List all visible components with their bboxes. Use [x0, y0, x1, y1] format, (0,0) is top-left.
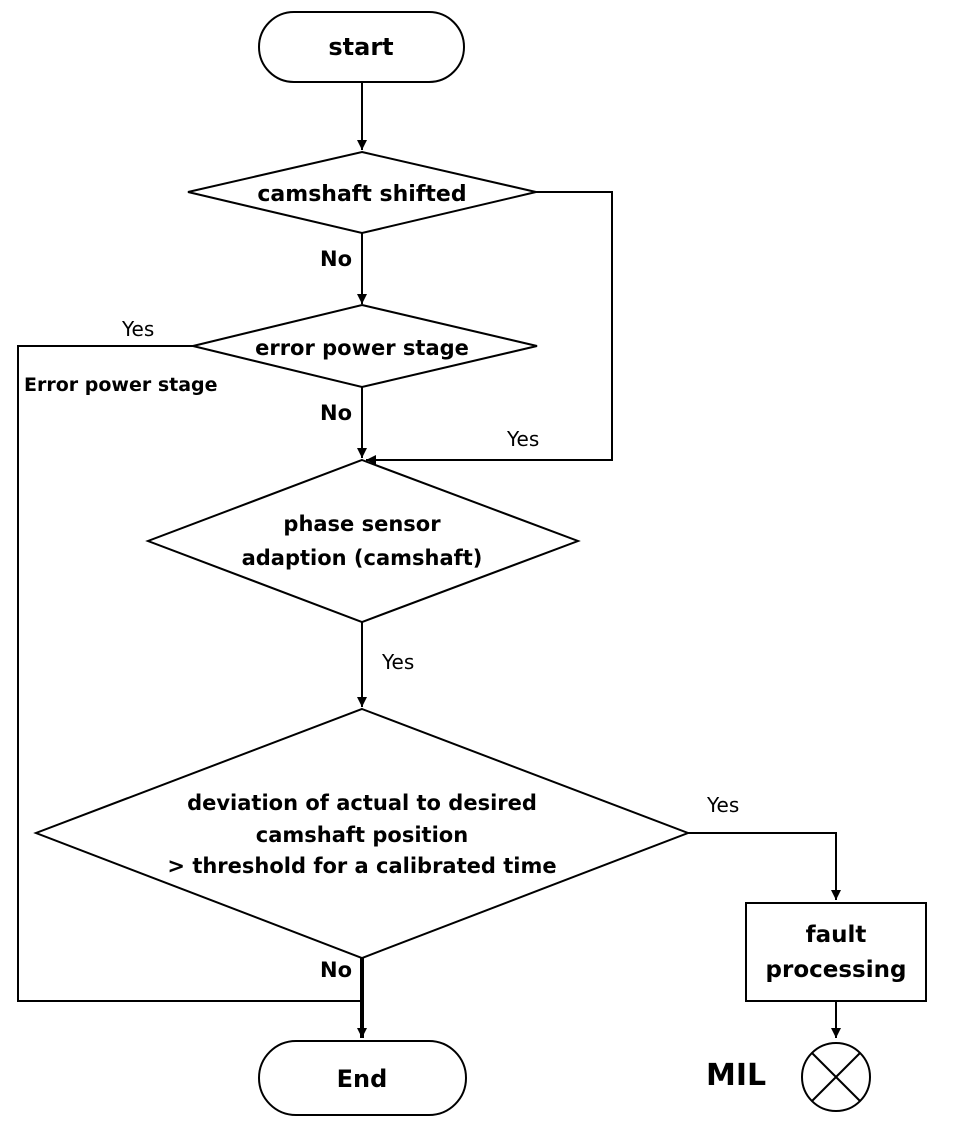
camshaft-shifted-label: camshaft shifted	[257, 182, 466, 207]
decision-camshaft-shifted	[187, 150, 537, 235]
phase-sensor-label-line2: adaption (camshaft)	[242, 546, 483, 570]
connector-error-yes	[17, 345, 362, 1002]
deviation-label-line1: deviation of actual to desired	[187, 791, 537, 815]
end-terminal	[258, 1040, 467, 1116]
phase-sensor-label-line1: phase sensor	[283, 512, 441, 536]
error-power-stage-path-label: Error power stage	[24, 374, 218, 396]
decision-error-power-stage	[192, 303, 538, 389]
start-label: start	[328, 33, 393, 61]
error-yes-label: Yes	[121, 317, 154, 341]
decision-deviation	[33, 707, 691, 960]
camshaft-yes-label: Yes	[506, 427, 539, 451]
fault-label-line2: processing	[766, 957, 907, 983]
connector-camshaft-yes	[366, 191, 613, 465]
camshaft-no-label: No	[320, 247, 352, 271]
fault-label-line1: fault	[806, 922, 867, 948]
deviation-no-label: No	[320, 958, 352, 982]
deviation-label-line2: camshaft position	[256, 823, 468, 847]
start-terminal	[258, 11, 465, 83]
error-power-stage-label: error power stage	[255, 336, 469, 360]
decision-phase-sensor-adaption	[145, 458, 581, 624]
error-no-label: No	[320, 401, 352, 425]
deviation-label-line3: > threshold for a calibrated time	[167, 854, 556, 878]
phase-yes-label: Yes	[381, 650, 414, 674]
lamp-cross-icon	[801, 1042, 871, 1112]
end-label: End	[337, 1065, 388, 1093]
connector-deviation-yes	[688, 832, 841, 900]
mil-label: MIL	[706, 1058, 766, 1093]
fault-processing-box	[745, 902, 927, 1002]
deviation-yes-label: Yes	[706, 793, 739, 817]
